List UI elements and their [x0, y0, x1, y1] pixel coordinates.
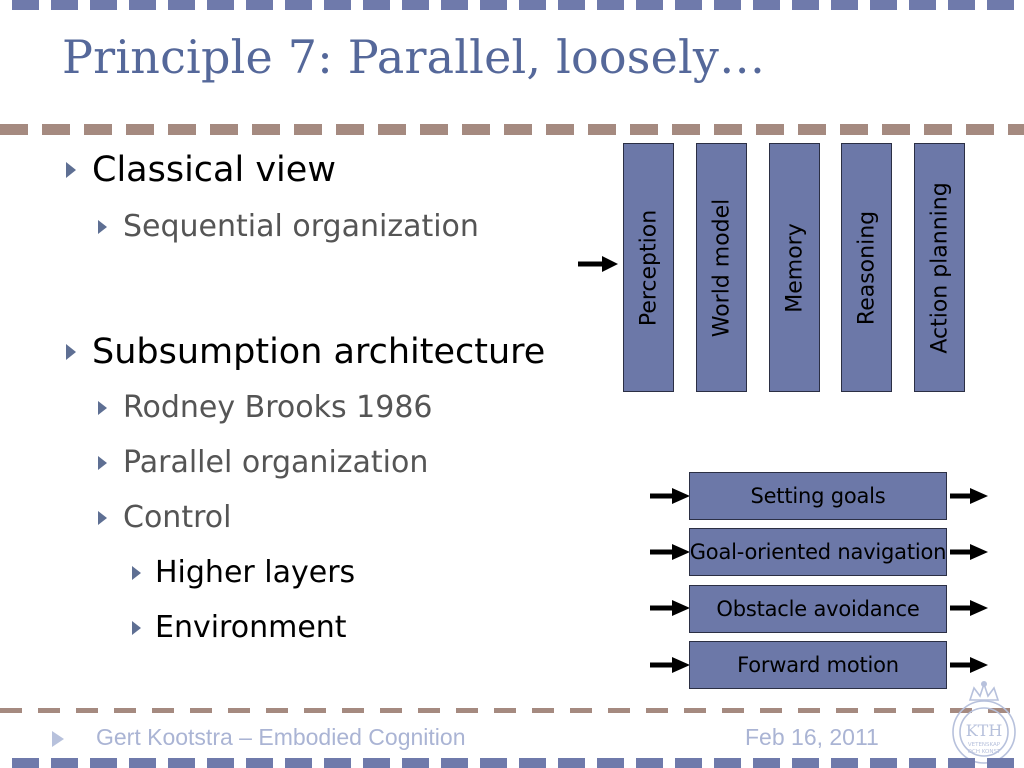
kth-logo-subtext: VETENSKAP [968, 742, 1001, 748]
bullet-triangle-icon [98, 455, 107, 470]
layer-setting-goals: Setting goals [689, 472, 947, 520]
bullet-triangle-icon [98, 400, 107, 415]
title-divider [0, 124, 1024, 135]
bullet-text: Control [123, 500, 232, 535]
layer-input-arrow-icon [650, 488, 690, 504]
bullet-text: Parallel organization [123, 445, 429, 480]
module-perception: Perception [623, 143, 674, 392]
bullet-triangle-icon [66, 162, 76, 178]
layer-output-arrow-icon [950, 488, 988, 504]
footer-author: Gert Kootstra – Embodied Cognition [96, 724, 466, 750]
bullet-subsumption-architecture: Subsumption architecture [66, 332, 545, 372]
slide-title: Principle 7: Parallel, loosely… [62, 30, 766, 84]
bullet-text: Rodney Brooks 1986 [123, 390, 433, 425]
bullet-triangle-icon [66, 344, 76, 360]
bullet-triangle-icon [132, 620, 141, 635]
module-label: Memory [782, 222, 807, 313]
bullet-triangle-icon [98, 510, 107, 525]
kth-logo-text: KTH [966, 721, 1003, 740]
module-reasoning: Reasoning [841, 143, 892, 392]
bullet-text: Subsumption architecture [92, 332, 546, 372]
bullet-rodney-brooks: Rodney Brooks 1986 [98, 390, 433, 425]
bullet-environment: Environment [132, 610, 347, 645]
bullet-sequential-organization: Sequential organization [98, 209, 479, 244]
bullet-text: Higher layers [155, 555, 356, 590]
bullet-text: Classical view [92, 150, 336, 190]
bullet-text: Sequential organization [123, 209, 479, 244]
layer-input-arrow-icon [650, 657, 690, 673]
layer-output-arrow-icon [950, 600, 988, 616]
bullet-triangle-icon [132, 565, 141, 580]
layer-goal-oriented-navigation: Goal-oriented navigation [689, 528, 947, 576]
top-dashed-border [0, 0, 1024, 10]
module-memory: Memory [769, 143, 820, 392]
bullet-triangle-icon [98, 219, 107, 234]
bullet-text: Environment [155, 610, 347, 645]
bullet-higher-layers: Higher layers [132, 555, 355, 590]
footer-triangle-icon [52, 731, 64, 747]
layer-obstacle-avoidance: Obstacle avoidance [689, 585, 947, 633]
footer-divider [0, 708, 1024, 713]
module-action-planning: Action planning [914, 143, 965, 392]
input-arrow-icon [578, 256, 618, 272]
kth-logo: KTH VETENSKAP OCH KONST [952, 680, 1016, 764]
module-world-model: World model [696, 143, 747, 392]
layer-forward-motion: Forward motion [689, 641, 947, 689]
bullet-classical-view: Classical view [66, 150, 336, 190]
kth-logo-subtext: OCH KONST [968, 749, 1001, 755]
footer-date: Feb 16, 2011 [745, 724, 879, 750]
layer-input-arrow-icon [650, 544, 690, 560]
bottom-dashed-border [0, 758, 1024, 768]
layer-output-arrow-icon [950, 544, 988, 560]
layer-input-arrow-icon [650, 600, 690, 616]
module-label: Reasoning [854, 210, 879, 325]
bullet-parallel-organization: Parallel organization [98, 445, 428, 480]
bullet-control: Control [98, 500, 231, 535]
module-label: Perception [636, 209, 661, 326]
module-label: Action planning [927, 181, 952, 354]
module-label: World model [709, 198, 734, 337]
layer-output-arrow-icon [950, 657, 988, 673]
